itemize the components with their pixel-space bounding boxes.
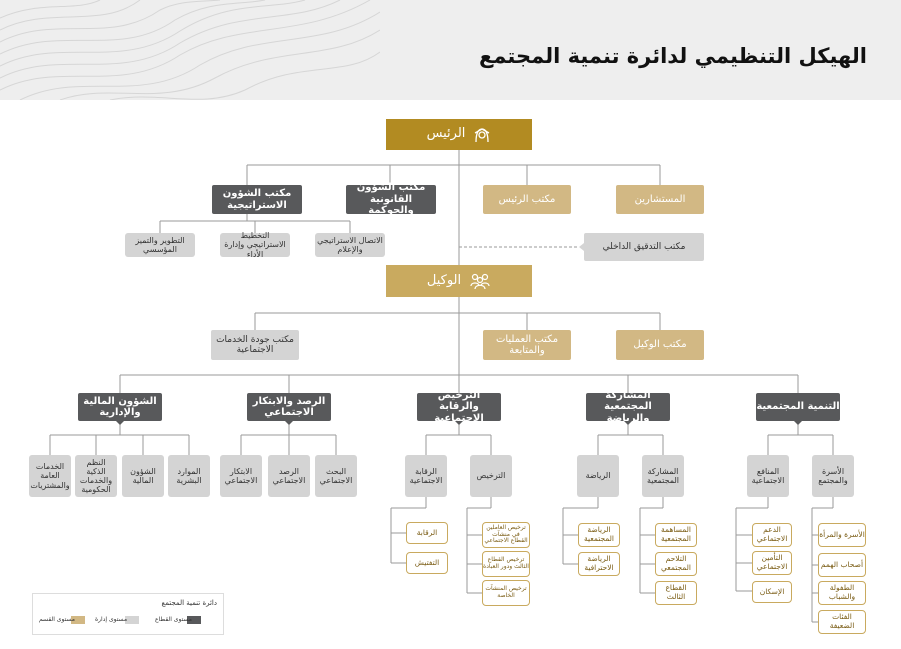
unit-box: التأمين الاجتماعي (752, 551, 792, 575)
undersecretary-box: الوكيل (386, 265, 532, 297)
sector-box: المشاركة المجتمعية والرياضة (586, 390, 670, 424)
legend: دائرة تنمية المجتمع مستوى القطاع مستوى إ… (32, 593, 224, 635)
unit-box: التلاحم المجتمعي (655, 552, 697, 576)
sector-box: التنمية المجتمعية (756, 393, 840, 421)
legend-label-department: مستوى إدارة (95, 616, 128, 623)
unit-box: ترخيص المنشآت الخاصة (482, 580, 530, 606)
legend-label-section: مستوى القسم (39, 616, 75, 623)
unit-box: القطاع الثالث (655, 581, 697, 605)
sector-pointer (624, 421, 632, 425)
department-box: الرقابة الاجتماعية (405, 455, 447, 497)
legal-office: مكتب الشؤون القانونية والحوكمة (346, 182, 436, 216)
department-box: الابتكار الاجتماعي (220, 455, 262, 497)
legend-swatch-department (125, 616, 139, 624)
chairman-box: الرئيس (386, 119, 532, 150)
audit-office: مكتب التدقيق الداخلي (584, 233, 704, 261)
department-box: المشاركة المجتمعية (642, 455, 684, 497)
legend-swatch-sector (187, 616, 201, 624)
unit-box: الدعم الاجتماعي (752, 523, 792, 547)
strategic-office: مكتب الشؤون الاستراتيجية (212, 185, 302, 214)
legend-swatch-section (71, 616, 85, 624)
audit-pointer (579, 243, 584, 251)
department-box: المنافع الاجتماعية (747, 455, 789, 497)
department-box: الأسرة والمجتمع (812, 455, 854, 497)
unit-box: الإسكان (752, 581, 792, 603)
department-box: الرصد الاجتماعي (268, 455, 310, 497)
unit-box: الأسرة والمرأة (818, 523, 866, 547)
unit-box: الفئات الضعيفة (818, 610, 866, 634)
department-box: الموارد البشرية (168, 455, 210, 497)
sector-box: الترخيص والرقابة الاجتماعية (417, 390, 501, 424)
unit-box: التفتيش (406, 552, 448, 574)
header-banner: الهيكل التنظيمي لدائرة تنمية المجتمع (0, 0, 901, 100)
department-box: الرياضة (577, 455, 619, 497)
sector-pointer (455, 421, 463, 425)
man-head-icon (475, 127, 490, 142)
department-box: النظم الذكية والخدمات الحكومية (75, 455, 117, 497)
sector-pointer (285, 421, 293, 425)
quality-office: مكتب جودة الخدمات الاجتماعية (211, 330, 299, 360)
operations-office: مكتب العمليات والمتابعة (483, 330, 571, 360)
group-icon (470, 273, 490, 290)
strategic-unit: الاتصال الاستراتيجي والإعلام (315, 233, 385, 257)
department-box: البحث الاجتماعي (315, 455, 357, 497)
legend-title: دائرة تنمية المجتمع (161, 599, 218, 607)
advisors-box: المستشارين (616, 185, 704, 214)
unit-box: ترخيص العاملين في منشآت القطاع الاجتماعي (482, 522, 530, 548)
unit-box: الطفولة والشباب (818, 581, 866, 605)
chairman-office: مكتب الرئيس (483, 185, 571, 214)
undersecretary-office: مكتب الوكيل (616, 330, 704, 360)
unit-box: المساهمة المجتمعية (655, 523, 697, 547)
unit-box: الرياضة المجتمعية (578, 523, 620, 547)
department-box: الشؤون المالية (122, 455, 164, 497)
unit-box: أصحاب الهمم (818, 553, 866, 577)
unit-box: الرقابة (406, 522, 448, 544)
sector-box: الرصد والابتكار الاجتماعي (247, 393, 331, 421)
page-title: الهيكل التنظيمي لدائرة تنمية المجتمع (479, 44, 867, 68)
sector-pointer (116, 421, 124, 425)
undersecretary-label: الوكيل (426, 272, 462, 288)
sector-pointer (794, 421, 802, 425)
chairman-label: الرئيس (426, 126, 466, 142)
unit-box: ترخيص القطاع الثالث ودور العبادة (482, 551, 530, 577)
department-box: الخدمات العامة والمشتريات (29, 455, 71, 497)
unit-box: الرياضة الاحترافية (578, 552, 620, 576)
strategic-unit: التخطيط الاستراتيجي وإدارة الأداء (220, 231, 290, 259)
strategic-unit: التطوير والتميز المؤسسي (125, 233, 195, 257)
topographic-pattern (0, 0, 380, 100)
legend-label-sector: مستوى القطاع (155, 616, 192, 623)
department-box: الترخيص (470, 455, 512, 497)
sector-box: الشؤون المالية والإدارية (78, 393, 162, 421)
